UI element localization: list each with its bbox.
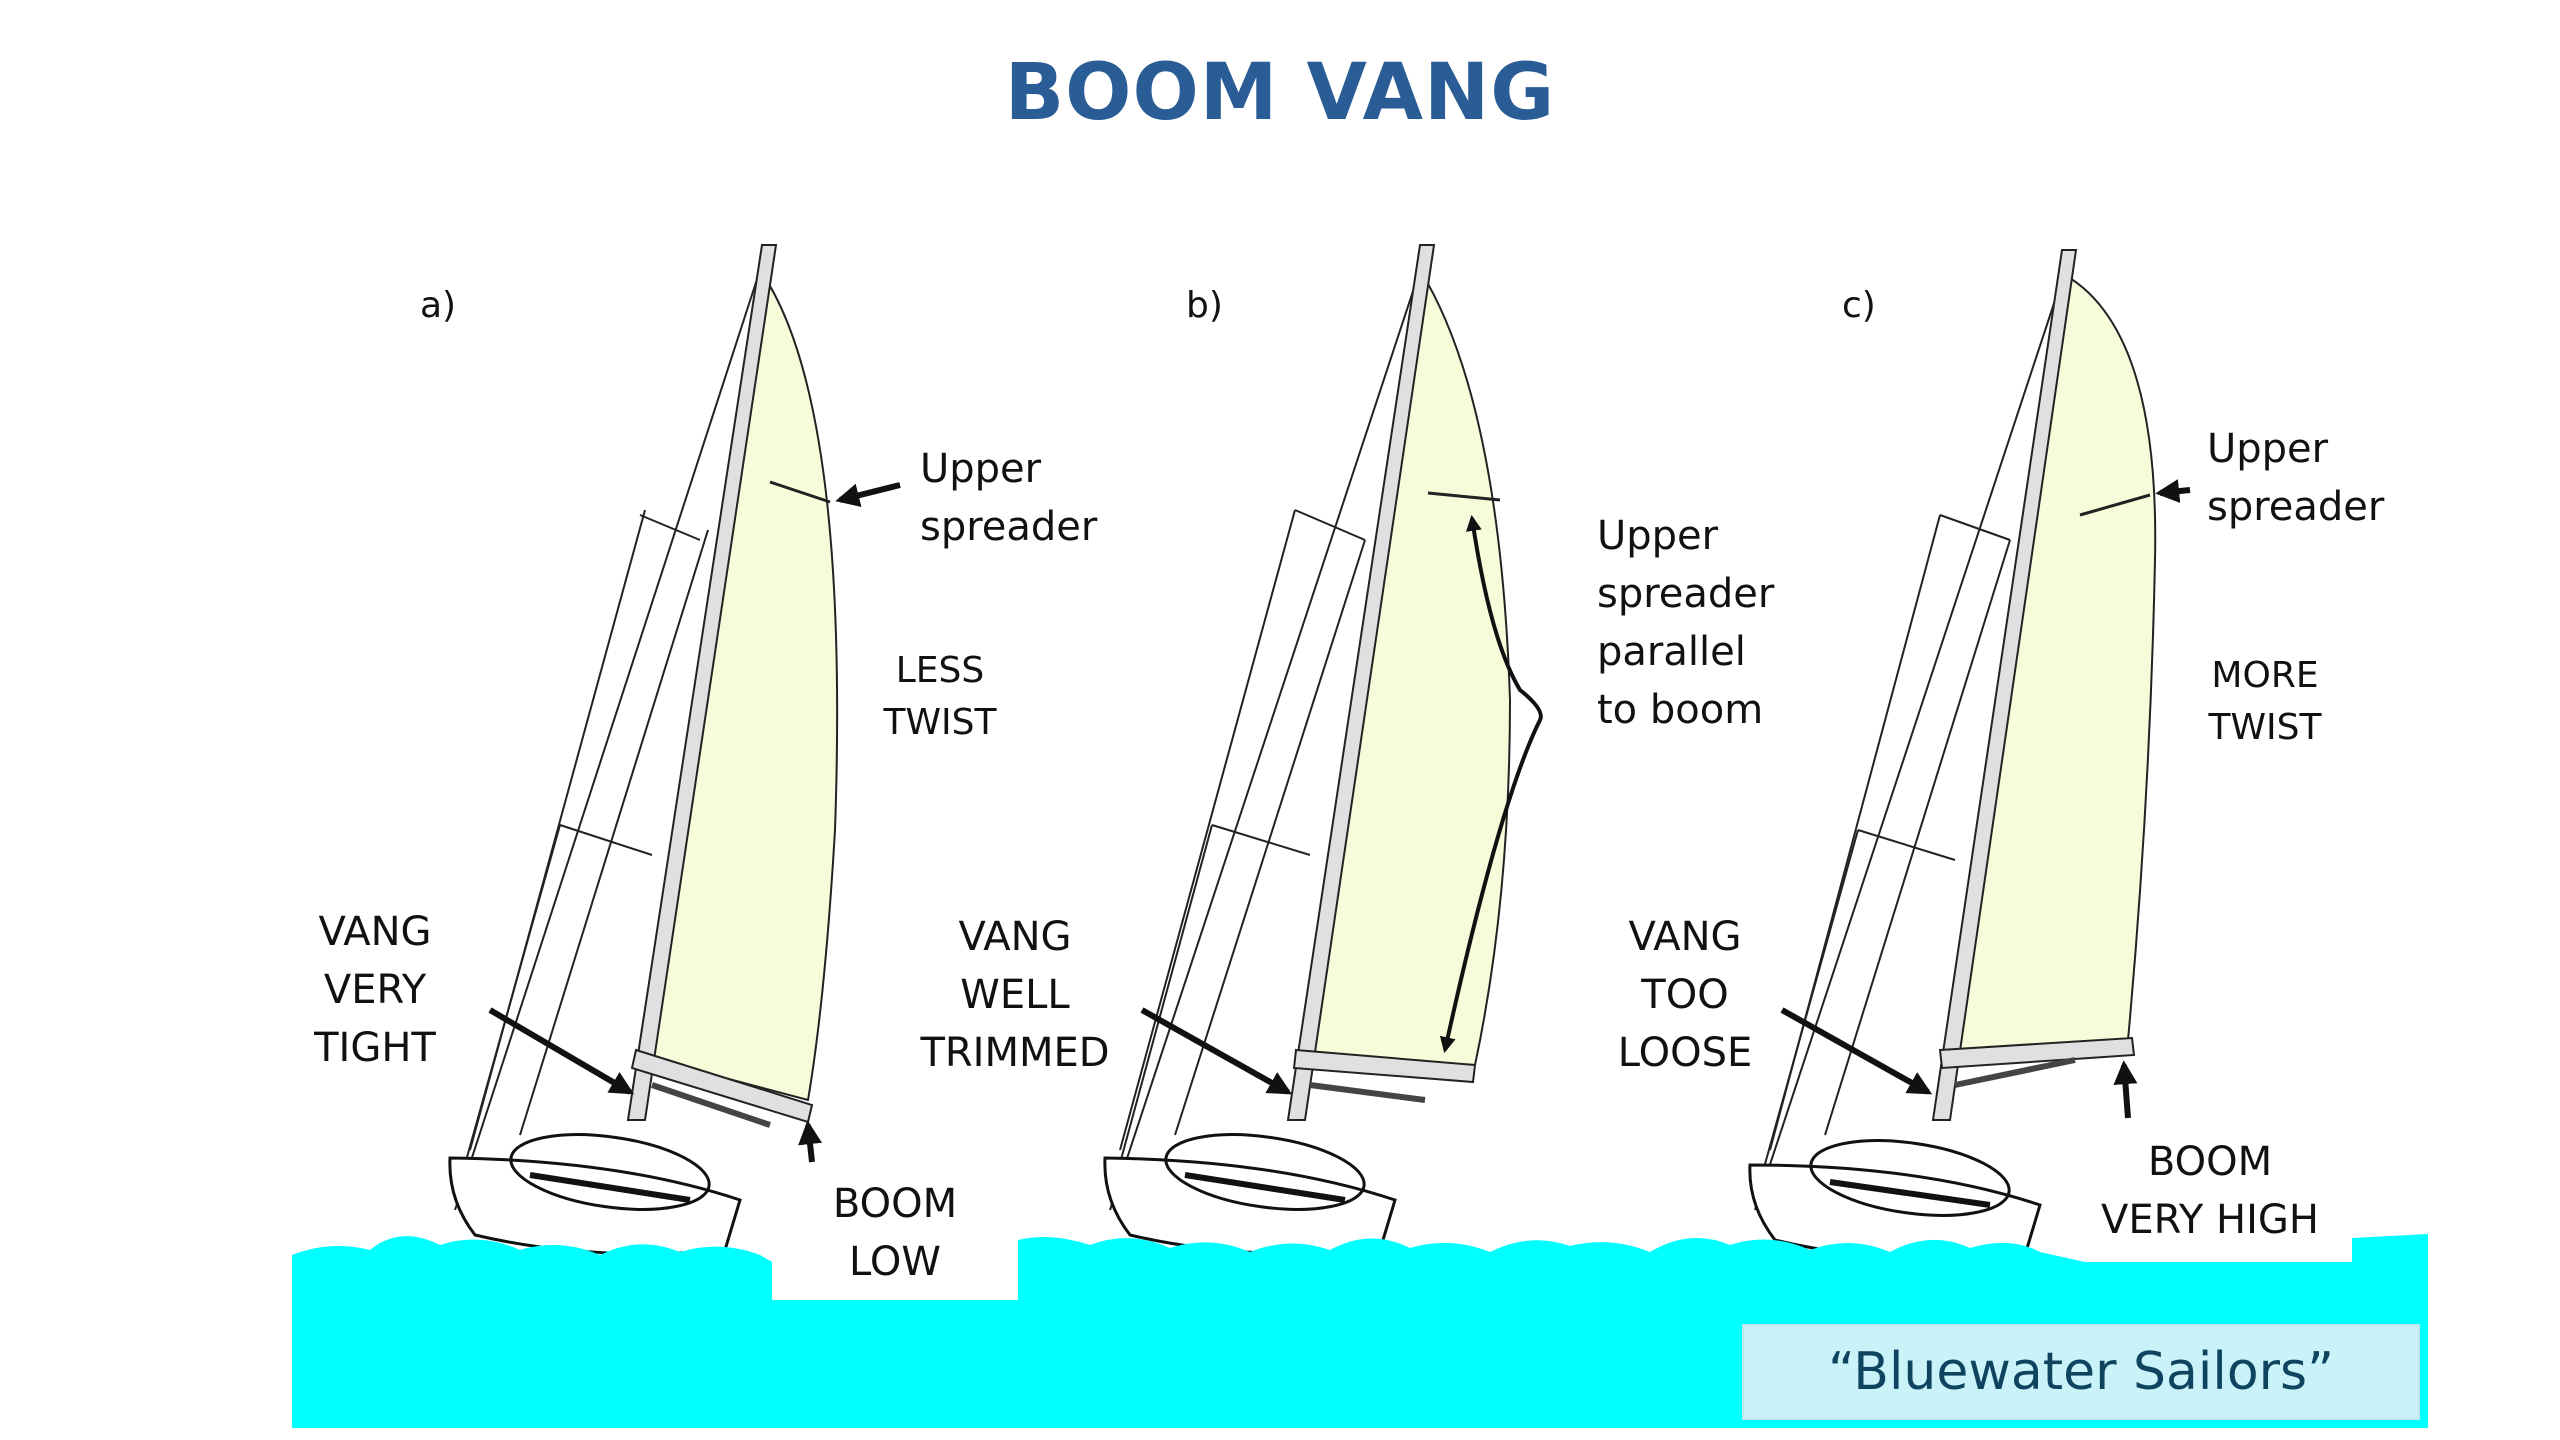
boom-label-a: BOOM LOW bbox=[832, 1181, 958, 1285]
panel-letter-b: b) bbox=[1186, 285, 1223, 326]
arrow-boom-c bbox=[2113, 1060, 2138, 1119]
boat-b bbox=[1103, 244, 1543, 1256]
rigging-c bbox=[1754, 269, 2066, 1211]
vang-a bbox=[651, 1082, 771, 1128]
boom-c bbox=[1938, 1036, 2136, 1070]
cockpit-c bbox=[1809, 1139, 2011, 1217]
credit-box: “Bluewater Sailors” bbox=[1742, 1324, 2420, 1420]
boom-b bbox=[1292, 1048, 1477, 1084]
boat-c bbox=[1748, 249, 2157, 1261]
rigging-b bbox=[1109, 269, 1421, 1211]
mast-a bbox=[626, 244, 778, 1121]
parallel-arrow-b bbox=[1439, 514, 1543, 1054]
spreader-parallel-label-b: Upper spreader parallel to boom bbox=[1597, 513, 1775, 733]
arrow-vang-c bbox=[1780, 1007, 1933, 1095]
rigging-a bbox=[454, 269, 761, 1211]
arrow-spreader-a bbox=[835, 482, 901, 507]
vang-b bbox=[1309, 1082, 1426, 1103]
vang-c bbox=[1954, 1057, 2076, 1088]
mainsail-c bbox=[1943, 273, 2157, 1057]
vang-label-b: VANG WELL TRIMMED bbox=[920, 914, 1110, 1076]
cockpit-b bbox=[1164, 1133, 1366, 1211]
vang-label-c: VANG TOO LOOSE bbox=[1617, 914, 1753, 1076]
upper-spreader-c bbox=[2079, 493, 2151, 517]
arrow-vang-a bbox=[488, 1007, 635, 1095]
cockpit-a bbox=[509, 1133, 711, 1211]
arrow-boom-a bbox=[798, 1120, 822, 1163]
boom-label-c: BOOM VERY HIGH bbox=[2101, 1139, 2319, 1243]
arrow-vang-b bbox=[1140, 1007, 1293, 1095]
upper-spreader-b bbox=[1427, 491, 1501, 502]
boat-a bbox=[448, 244, 839, 1256]
diagram-title: BOOM VANG bbox=[1004, 48, 1556, 138]
spreader-label-c: Upper spreader bbox=[2207, 426, 2385, 530]
mast-c bbox=[1931, 249, 2078, 1121]
spreader-label-a: Upper spreader bbox=[920, 446, 1098, 550]
mast-b bbox=[1286, 244, 1436, 1121]
mainsail-a bbox=[636, 267, 839, 1102]
panel-letter-a: a) bbox=[420, 285, 457, 326]
vang-label-a: VANG VERY TIGHT bbox=[314, 909, 436, 1071]
upper-spreader-a bbox=[769, 480, 831, 504]
twist-label-c: MORE TWIST bbox=[2208, 655, 2322, 748]
arrow-spreader-c bbox=[2155, 479, 2191, 504]
panel-letter-c: c) bbox=[1842, 285, 1876, 326]
twist-label-a: LESS TWIST bbox=[883, 650, 997, 743]
label-arrows bbox=[488, 479, 2191, 1163]
